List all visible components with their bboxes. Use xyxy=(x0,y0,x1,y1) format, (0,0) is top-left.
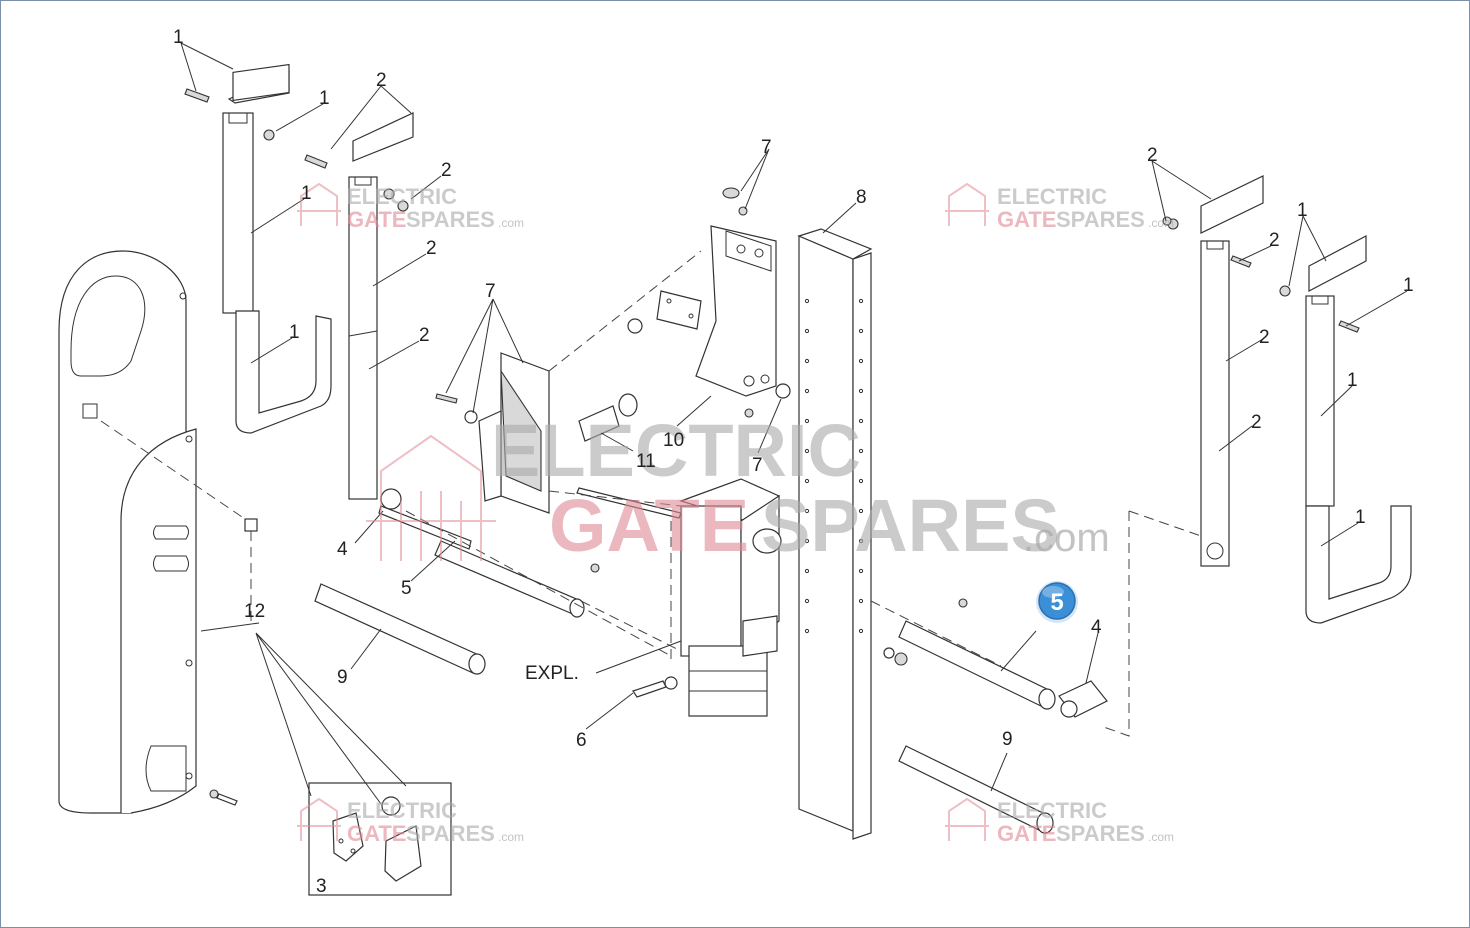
svg-text:SPARES: SPARES xyxy=(406,207,495,232)
bushing xyxy=(578,393,638,442)
svg-text:SPARES: SPARES xyxy=(1056,821,1145,846)
svg-text:GATE: GATE xyxy=(347,821,406,846)
svg-text:.com: .com xyxy=(1148,216,1174,230)
arm-rear-left xyxy=(304,112,414,500)
svg-text:GATE: GATE xyxy=(997,207,1056,232)
svg-text:ELECTRIC: ELECTRIC xyxy=(997,798,1107,823)
label-12: 12 xyxy=(244,601,265,622)
svg-text:SPARES: SPARES xyxy=(761,484,1060,567)
svg-text:SPARES: SPARES xyxy=(406,821,495,846)
label-1: 1 xyxy=(173,27,184,48)
svg-text:ELECTRIC: ELECTRIC xyxy=(347,798,457,823)
label-expl: EXPL. xyxy=(525,663,579,684)
svg-text:ELECTRIC: ELECTRIC xyxy=(997,184,1107,209)
watermark-bottom-right: ELECTRIC GATE SPARES .com xyxy=(945,797,1174,846)
keys-kit xyxy=(308,782,452,896)
label-10: 10 xyxy=(663,430,684,451)
callout-badge[interactable]: 5 xyxy=(1036,581,1078,623)
arm-front-left xyxy=(184,63,332,434)
label-1: 1 xyxy=(319,88,330,109)
label-5: 5 xyxy=(401,578,412,599)
svg-text:SPARES: SPARES xyxy=(1056,207,1145,232)
svg-text:.com: .com xyxy=(1023,516,1110,560)
arm-front-right xyxy=(1279,235,1412,624)
label-4: 4 xyxy=(337,539,348,560)
badge-number: 5 xyxy=(1050,589,1063,616)
label-2: 2 xyxy=(376,70,387,91)
svg-text:.com: .com xyxy=(498,830,524,844)
pins-right xyxy=(883,598,1108,834)
label-7: 7 xyxy=(752,455,763,476)
watermark-top-left: ELECTRIC GATE SPARES .com xyxy=(297,182,524,232)
column-holes xyxy=(804,298,864,634)
label-9: 9 xyxy=(1002,729,1013,750)
arm-rear-right xyxy=(1162,175,1264,567)
guide-lines xyxy=(405,250,1202,737)
label-2: 2 xyxy=(1147,145,1158,166)
label-4: 4 xyxy=(1091,617,1102,638)
label-2: 2 xyxy=(426,238,437,259)
label-7: 7 xyxy=(761,137,772,158)
clip xyxy=(244,518,258,532)
label-1: 1 xyxy=(1355,507,1366,528)
watermark-top-right: ELECTRIC GATE SPARES .com xyxy=(945,182,1174,232)
cover-plate xyxy=(435,352,550,514)
part-labels: 1 1 1 1 1 1 1 1 2 2 2 2 2 2 2 2 3 4 4 5 … xyxy=(173,27,1414,897)
label-6: 6 xyxy=(576,730,587,751)
release-lever xyxy=(378,488,472,550)
motor-unit xyxy=(632,478,782,717)
svg-text:.com: .com xyxy=(1148,830,1174,844)
motor-bracket xyxy=(695,187,791,418)
svg-text:ELECTRIC: ELECTRIC xyxy=(347,184,457,209)
label-2: 2 xyxy=(1259,327,1270,348)
label-3: 3 xyxy=(316,876,327,897)
leader-lines xyxy=(180,42,1408,805)
cover-screw xyxy=(209,789,238,806)
label-9: 9 xyxy=(337,667,348,688)
label-2: 2 xyxy=(1251,412,1262,433)
svg-text:GATE: GATE xyxy=(549,484,749,567)
release-key xyxy=(632,680,667,698)
label-1: 1 xyxy=(289,322,300,343)
cover-housing xyxy=(58,250,197,814)
label-11: 11 xyxy=(636,451,656,472)
label-7: 7 xyxy=(485,281,496,302)
long-bolt xyxy=(576,487,682,519)
label-2: 2 xyxy=(1269,230,1280,251)
label-8: 8 xyxy=(856,187,867,208)
label-2: 2 xyxy=(441,160,452,181)
svg-text:ELECTRIC: ELECTRIC xyxy=(491,409,861,492)
pins-left xyxy=(314,540,600,675)
label-1: 1 xyxy=(301,183,312,204)
label-2: 2 xyxy=(419,325,430,346)
label-1: 1 xyxy=(1403,275,1414,296)
column xyxy=(797,228,873,840)
small-plate xyxy=(627,290,702,334)
svg-text:GATE: GATE xyxy=(997,821,1056,846)
label-1: 1 xyxy=(1347,370,1358,391)
label-1: 1 xyxy=(1297,200,1308,221)
watermark-center: ELECTRIC GATE SPARES .com xyxy=(366,409,1110,567)
svg-text:GATE: GATE xyxy=(347,207,406,232)
svg-text:.com: .com xyxy=(498,216,524,230)
watermark-bottom-left: ELECTRIC GATE SPARES .com xyxy=(297,797,524,846)
